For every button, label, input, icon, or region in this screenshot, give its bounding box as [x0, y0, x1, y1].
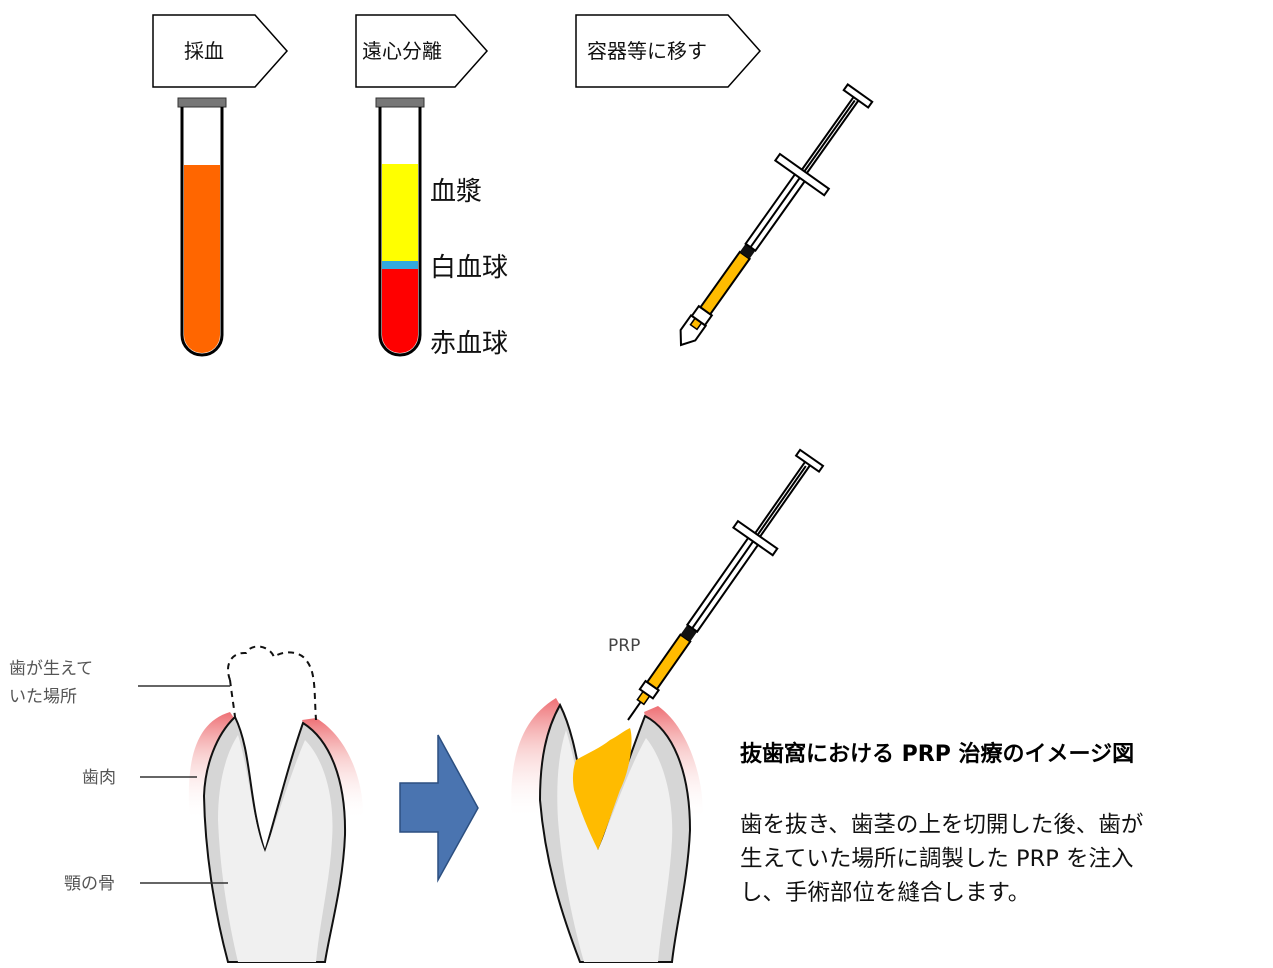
jaw-bone-label: 顎の骨: [64, 874, 115, 894]
step-transfer: 容器等に移す: [576, 15, 760, 87]
buffy-coat-label: 白血球: [430, 253, 508, 283]
step-centrifuge-label: 遠心分離: [362, 39, 442, 63]
plasma-label: 血漿: [430, 177, 482, 207]
step-centrifuge: 遠心分離: [356, 15, 487, 87]
tooth-socket-after: [511, 698, 702, 962]
centrifuged-tube: [376, 98, 424, 355]
caption-body: 歯を抜き、歯茎の上を切開した後、歯が 生えていた場所に調製した PRP を注入 …: [740, 808, 1263, 910]
red-cell-label: 赤血球: [430, 329, 508, 359]
prp-label: PRP: [608, 636, 640, 656]
arrow-right-icon: [400, 735, 478, 880]
gum-label: 歯肉: [82, 768, 116, 788]
red-cell-layer: [382, 269, 418, 353]
caption-title: 抜歯窩における PRP 治療のイメージ図: [740, 736, 1260, 768]
caption-line: 歯を抜き、歯茎の上を切開した後、歯が: [740, 808, 1263, 842]
step-collect: 採血: [153, 15, 287, 87]
caption-line: し、手術部位を縫合します。: [740, 876, 1263, 910]
tooth-site-label-1: 歯が生えて: [9, 659, 93, 679]
plasma-layer: [382, 164, 418, 261]
caption-line: 生えていた場所に調製した PRP を注入: [740, 842, 1263, 876]
buffy-coat-layer: [382, 261, 418, 269]
tooth-socket-before: [189, 646, 363, 962]
tooth-site-label-2: いた場所: [9, 687, 77, 707]
whole-blood-tube: [178, 98, 226, 355]
syringe-bottom: [608, 444, 831, 734]
syringe-top: [657, 76, 885, 363]
step-transfer-label: 容器等に移す: [587, 39, 707, 63]
step-collect-label: 採血: [184, 39, 224, 63]
